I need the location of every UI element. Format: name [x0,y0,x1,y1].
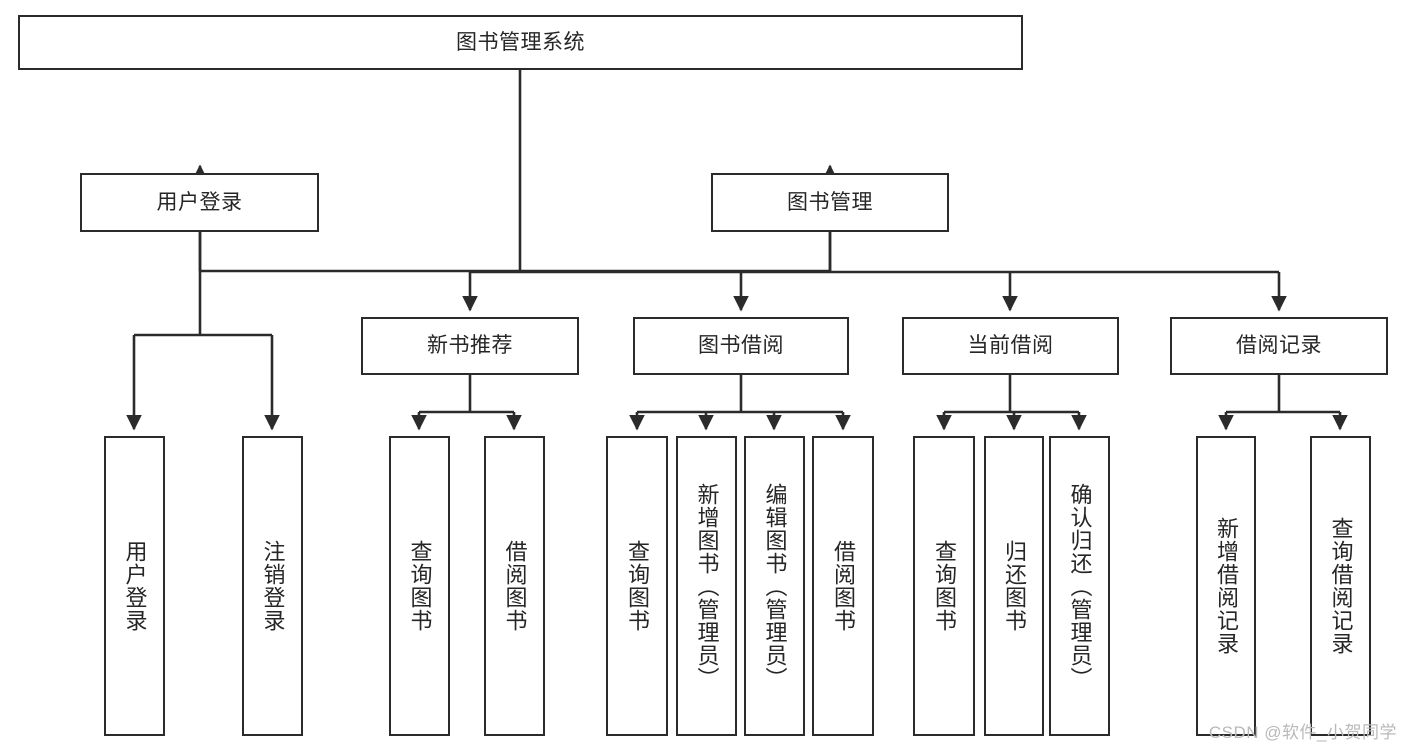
node-leaf-edit-book-admin-label: 编辑图书（管理员） [762,482,788,690]
node-user-login-label: 用户登录 [156,190,243,214]
node-leaf-return-book-label: 归还图书 [1001,540,1027,632]
node-leaf-query-book-newbook[interactable]: 查询图书 [389,436,450,736]
node-book-borrow[interactable]: 图书借阅 [633,317,849,375]
node-leaf-add-book-admin[interactable]: 新增图书（管理员） [676,436,737,736]
node-leaf-logout-login[interactable]: 注销登录 [242,436,303,736]
node-leaf-query-book-borrow[interactable]: 查询图书 [606,436,668,736]
node-leaf-borrow-book[interactable]: 借阅图书 [812,436,874,736]
node-book-borrow-label: 图书借阅 [698,334,784,358]
node-leaf-add-borrow-record[interactable]: 新增借阅记录 [1196,436,1256,736]
node-leaf-query-book-current[interactable]: 查询图书 [913,436,975,736]
node-leaf-query-borrow-record[interactable]: 查询借阅记录 [1310,436,1371,736]
node-book-management[interactable]: 图书管理 [711,173,949,232]
node-new-book-recommend[interactable]: 新书推荐 [361,317,579,375]
node-user-login[interactable]: 用户登录 [80,173,319,232]
node-leaf-confirm-return-admin-label: 确认归还（管理员） [1067,482,1093,690]
node-leaf-borrow-book-newbook-label: 借阅图书 [502,540,528,632]
node-leaf-logout-login-label: 注销登录 [260,540,286,632]
node-leaf-confirm-return-admin[interactable]: 确认归还（管理员） [1049,436,1110,736]
node-leaf-return-book[interactable]: 归还图书 [984,436,1044,736]
node-leaf-query-book-borrow-label: 查询图书 [624,540,650,632]
node-leaf-user-login-label: 用户登录 [122,540,148,632]
node-current-borrow[interactable]: 当前借阅 [902,317,1119,375]
node-leaf-borrow-book-label: 借阅图书 [830,540,856,632]
node-leaf-query-book-newbook-label: 查询图书 [407,540,433,632]
node-new-book-recommend-label: 新书推荐 [427,334,513,358]
node-leaf-add-book-admin-label: 新增图书（管理员） [694,482,720,690]
node-leaf-query-borrow-record-label: 查询借阅记录 [1328,517,1354,655]
node-leaf-user-login[interactable]: 用户登录 [104,436,165,736]
node-root-label: 图书管理系统 [456,30,585,54]
node-leaf-add-borrow-record-label: 新增借阅记录 [1213,517,1239,655]
node-root[interactable]: 图书管理系统 [18,15,1023,70]
node-book-management-label: 图书管理 [787,190,873,214]
node-borrow-record-label: 借阅记录 [1236,334,1322,358]
node-leaf-borrow-book-newbook[interactable]: 借阅图书 [484,436,545,736]
node-borrow-record[interactable]: 借阅记录 [1170,317,1388,375]
node-leaf-query-book-current-label: 查询图书 [931,540,957,632]
node-current-borrow-label: 当前借阅 [967,334,1054,358]
node-leaf-edit-book-admin[interactable]: 编辑图书（管理员） [744,436,805,736]
